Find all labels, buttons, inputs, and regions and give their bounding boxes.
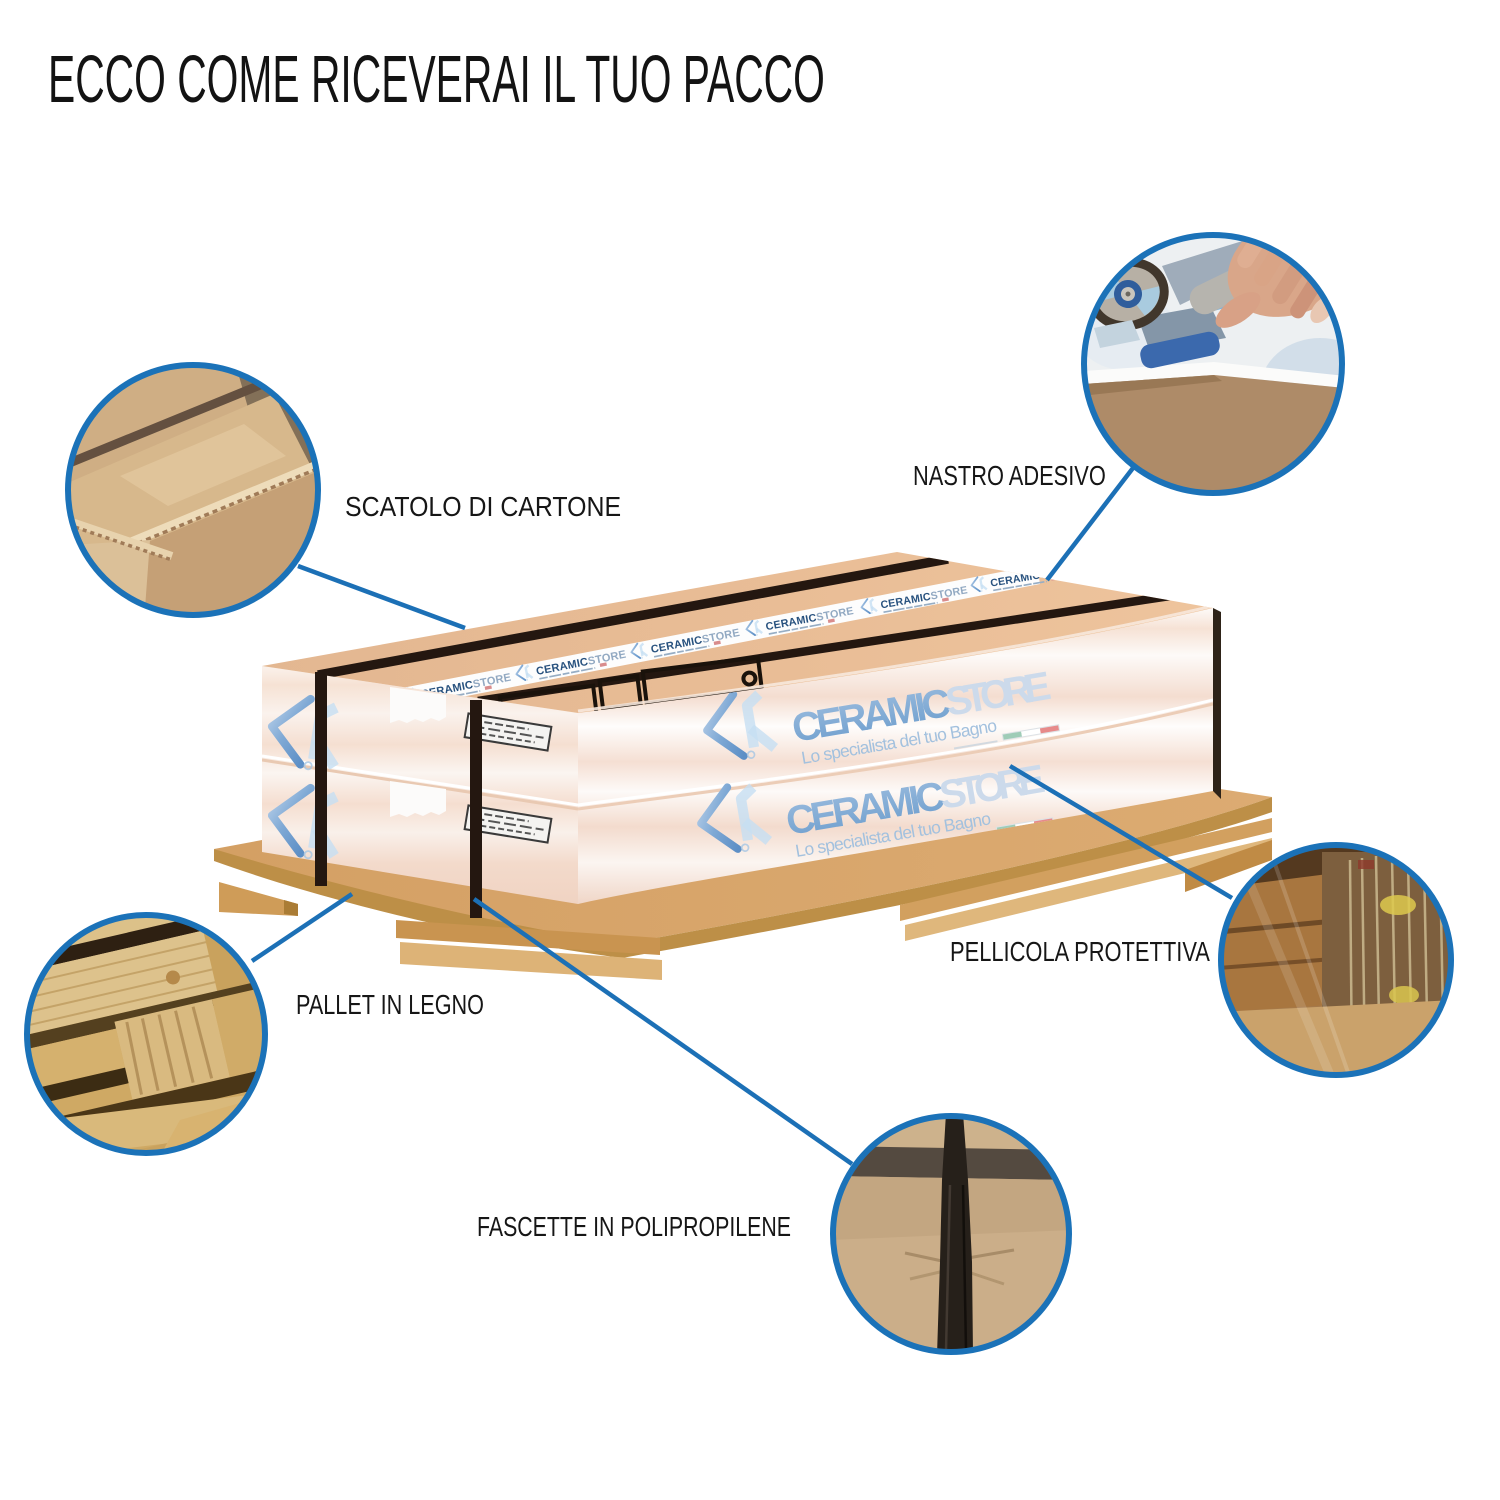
- svg-text:SCATOLO DI CARTONE: SCATOLO DI CARTONE: [345, 491, 621, 523]
- svg-text:FASCETTE IN POLIPROPILENE: FASCETTE IN POLIPROPILENE: [477, 1211, 791, 1242]
- svg-text:PALLET IN LEGNO: PALLET IN LEGNO: [296, 989, 484, 1020]
- svg-text:NASTRO ADESIVO: NASTRO ADESIVO: [913, 460, 1106, 491]
- svg-text:ECCO COME RICEVERAI IL TUO PAC: ECCO COME RICEVERAI IL TUO PACCO: [48, 42, 825, 117]
- svg-text:PELLICOLA PROTETTIVA: PELLICOLA PROTETTIVA: [950, 936, 1210, 967]
